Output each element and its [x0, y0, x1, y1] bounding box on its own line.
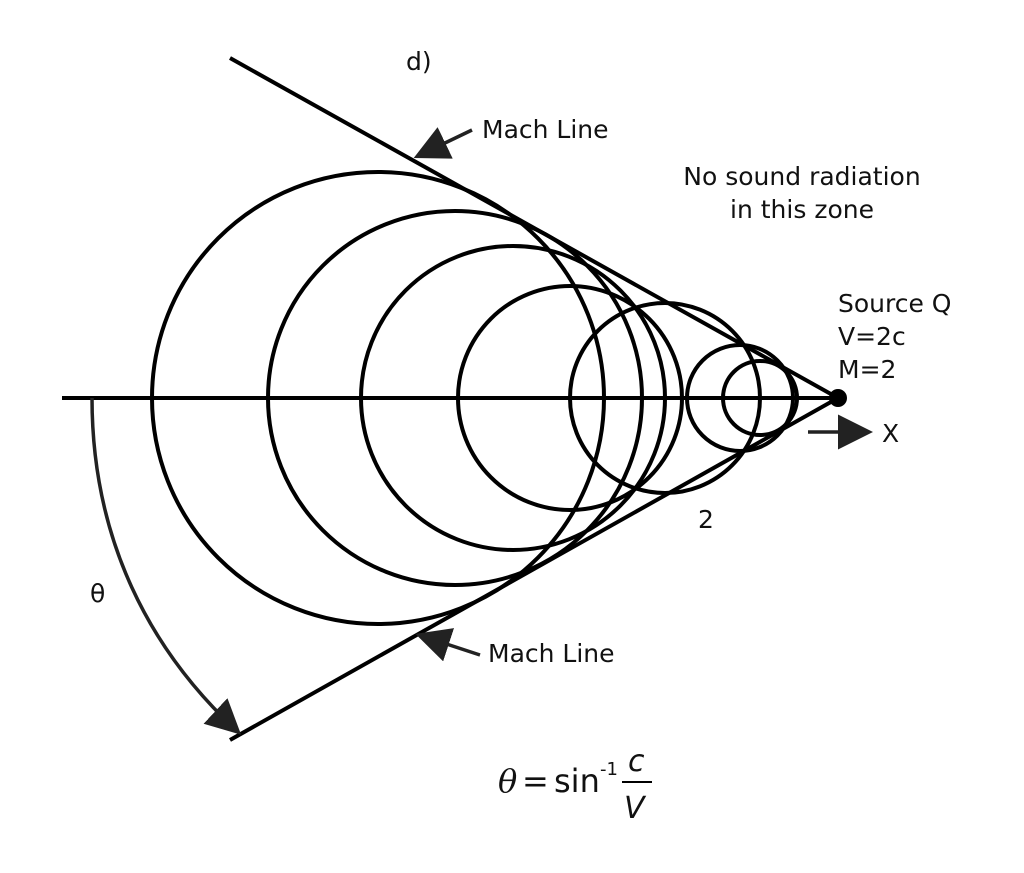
- source-label-line3: M=2: [838, 355, 896, 384]
- formula-equals: =: [522, 762, 549, 800]
- formula-func: sin: [554, 762, 600, 800]
- angle-arc: [90, 397, 242, 735]
- formula-theta: θ: [498, 762, 517, 800]
- source-label-line2: V=2c: [838, 322, 906, 351]
- mach-line-bottom-pointer: [415, 628, 481, 662]
- mach-line-top-pointer: [413, 127, 473, 159]
- zone-note-line2: in this zone: [730, 195, 874, 224]
- x-axis-label: X: [882, 419, 899, 448]
- formula-exponent: -1: [600, 759, 618, 780]
- mach-angle-formula: θ = sin -1 c V: [498, 744, 652, 826]
- mach-line-bottom-label: Mach Line: [488, 639, 615, 668]
- mach-line-lower: [229, 396, 839, 742]
- zone-note-line1: No sound radiation: [683, 162, 920, 191]
- formula-numerator: c: [628, 744, 645, 779]
- source-point: [829, 389, 847, 407]
- source-label-line1: Source Q: [838, 289, 952, 318]
- mach-line-upper: [229, 56, 839, 400]
- formula-denominator: V: [624, 791, 647, 826]
- wavefront-mark-label: 2: [698, 505, 714, 534]
- mach-line-top-label: Mach Line: [482, 115, 609, 144]
- angle-label: θ: [90, 579, 105, 608]
- panel-label: d): [406, 47, 432, 76]
